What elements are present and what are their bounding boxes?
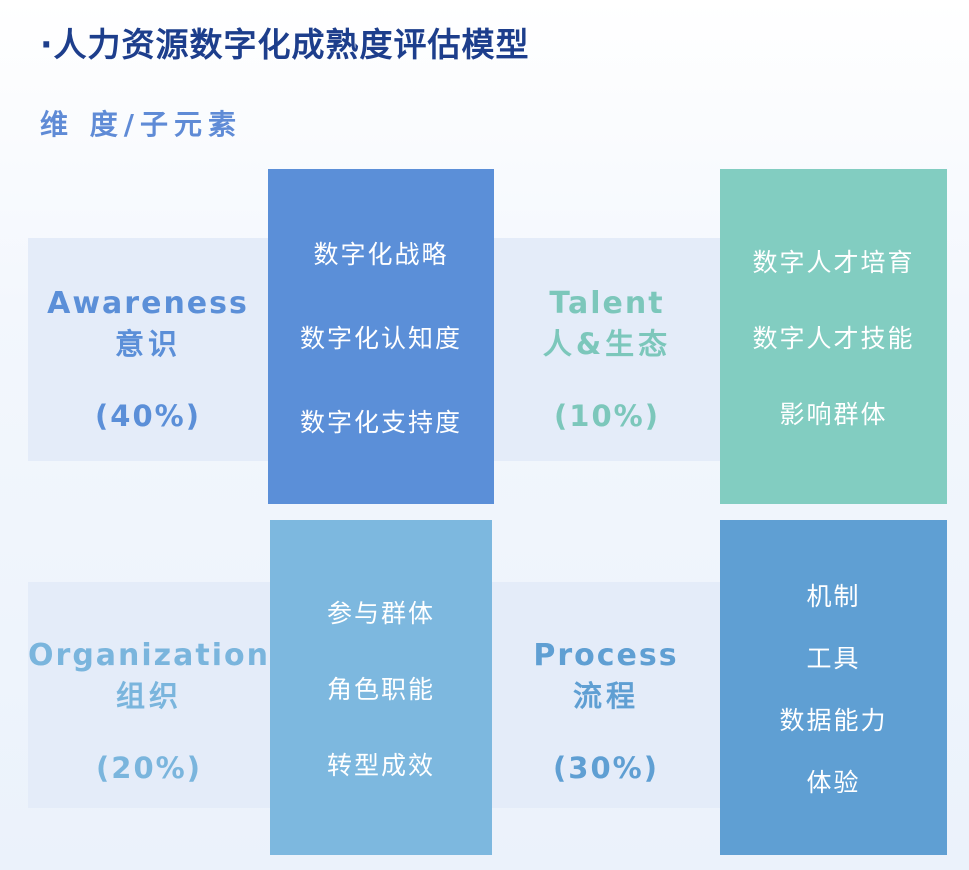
element-item: 数字人才培育	[752, 247, 915, 277]
band-process	[492, 582, 720, 808]
dimension-en-label: Process	[533, 638, 679, 673]
element-item: 转型成效	[326, 750, 435, 780]
dimension-weight: (20%)	[96, 751, 202, 785]
dimension-weight: (30%)	[553, 751, 659, 785]
elements-box-process: 机制 工具 数据能力 体验	[720, 520, 947, 855]
dimension-weight: (10%)	[554, 399, 660, 433]
dimension-awareness: Awareness 意识 (40%)	[28, 284, 268, 436]
band-organization	[28, 582, 270, 808]
element-item: 角色职能	[326, 674, 435, 704]
band-awareness	[28, 238, 268, 461]
dimension-en-label: Organization	[28, 638, 270, 673]
elements-box-organization: 参与群体 角色职能 转型成效	[270, 520, 492, 855]
dimension-weight: (40%)	[95, 399, 201, 433]
dimension-organization: Organization 组织 (20%)	[28, 636, 270, 788]
elements-box-talent: 数字人才培育 数字人才技能 影响群体	[720, 169, 947, 504]
element-item: 工具	[806, 643, 861, 673]
page-subtitle: 维 度/子元素	[40, 108, 242, 141]
elements-box-awareness: 数字化战略 数字化认知度 数字化支持度	[268, 169, 494, 504]
dimension-talent: Talent 人&生态 (10%)	[494, 284, 720, 436]
page-title: ·人力资源数字化成熟度评估模型	[40, 25, 530, 64]
element-item: 数字化认知度	[299, 323, 462, 353]
element-item: 数字化战略	[313, 239, 449, 269]
element-item: 参与群体	[326, 598, 435, 628]
dimension-process: Process 流程 (30%)	[492, 636, 720, 788]
band-talent	[494, 238, 720, 461]
element-item: 数字人才技能	[752, 323, 915, 353]
element-item: 影响群体	[779, 399, 888, 429]
dimension-en-label: Awareness	[47, 286, 249, 321]
dimension-zh-label: 流程	[572, 679, 639, 713]
element-item: 机制	[806, 581, 861, 611]
dimension-zh-label: 组织	[115, 679, 182, 713]
dimension-zh-label: 人&生态	[542, 327, 672, 361]
element-item: 数据能力	[779, 705, 888, 735]
element-item: 体验	[806, 767, 861, 797]
element-item: 数字化支持度	[299, 407, 462, 437]
dimension-zh-label: 意识	[114, 327, 181, 361]
dimension-en-label: Talent	[549, 286, 665, 321]
